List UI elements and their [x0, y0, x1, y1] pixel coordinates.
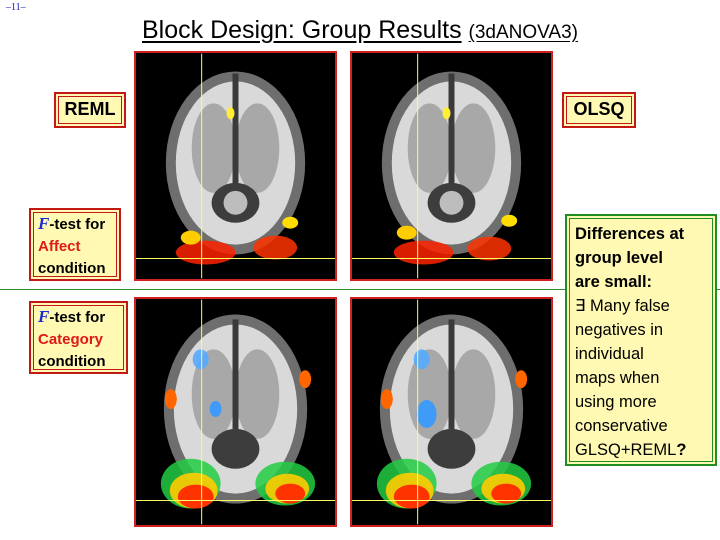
brain-panel-olsq-affect	[350, 51, 553, 281]
category-ftest-label: F-test for Category condition	[29, 301, 128, 374]
note-last-text: GLSQ+REML	[575, 441, 677, 459]
note-body-line-3: individual	[575, 345, 644, 363]
affect-test-text: -test for	[49, 216, 106, 233]
note-body-line-5: using more	[575, 393, 657, 411]
olsq-label: OLSQ	[562, 92, 636, 128]
brain-panel-reml-category	[134, 297, 337, 527]
affect-ftest-line: F-test for	[38, 213, 119, 236]
category-word: Category	[38, 331, 104, 348]
page-title: Block Design: Group Results (3dANOVA3)	[0, 16, 720, 45]
category-ftest-line: F-test for	[38, 306, 126, 329]
brain-panel-olsq-category	[350, 297, 553, 527]
category-test-text: -test for	[49, 309, 106, 326]
slide-number: –11–	[6, 2, 26, 13]
note-body-line-7: GLSQ+REML?	[575, 438, 709, 462]
affect-ftest-label: F-test for Affect condition	[29, 208, 121, 281]
olsq-label-text: OLSQ	[573, 99, 625, 119]
title-paren: (3dANOVA3)	[468, 22, 578, 43]
affect-f-letter: F	[38, 214, 50, 233]
reml-label: REML	[54, 92, 126, 128]
brain-image-reml-affect	[136, 53, 335, 279]
note-body-line-6: conservative	[575, 417, 668, 435]
affect-word: Affect	[38, 238, 81, 255]
note-body-line-2: negatives in	[575, 321, 664, 339]
note-body-line-4: maps when	[575, 369, 660, 387]
note-head-line-1: Differences at	[575, 225, 685, 243]
brain-image-olsq-category	[352, 299, 551, 525]
title-main: Block Design: Group Results	[141, 16, 462, 44]
category-f-letter: F	[38, 307, 50, 326]
note-question-mark: ?	[676, 441, 687, 459]
affect-condition-text: condition	[38, 260, 106, 277]
note-head-line-2: group level	[575, 249, 664, 267]
brain-panel-reml-affect	[134, 51, 337, 281]
category-condition-text: condition	[38, 353, 106, 370]
note-head-line-3: are small:	[575, 273, 653, 291]
differences-note: Differences at group level are small: ∃ …	[565, 214, 717, 466]
brain-image-olsq-affect	[352, 53, 551, 279]
green-divider-line	[0, 289, 720, 290]
note-body-line-1: ∃ Many false	[575, 297, 670, 315]
brain-image-reml-category	[136, 299, 335, 525]
reml-label-text: REML	[64, 99, 116, 119]
